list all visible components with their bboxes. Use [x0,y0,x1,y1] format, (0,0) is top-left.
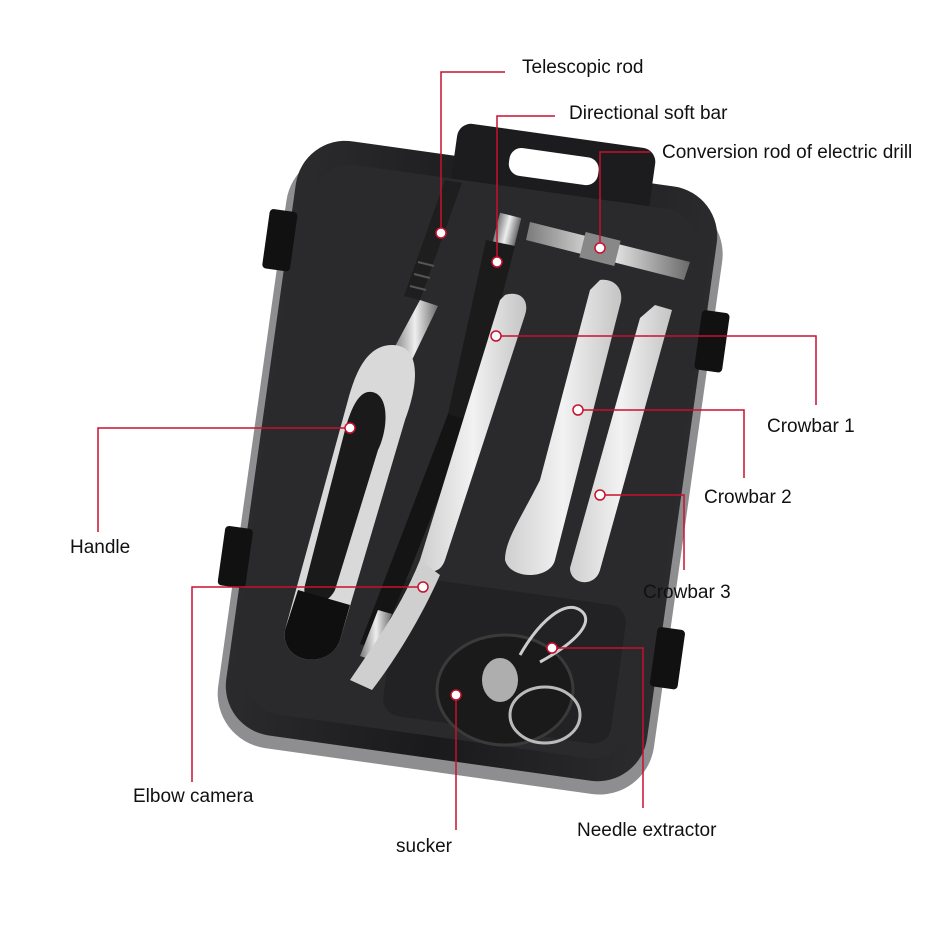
dot-conversion-rod [594,242,606,254]
leader-telescopic-rod [440,71,505,233]
leader-crowbar-2 [578,409,745,478]
dot-telescopic-rod [435,227,447,239]
crowbar-3-tool [570,305,672,583]
dot-needle-extractor [546,642,558,654]
dot-elbow-camera [417,581,429,593]
case-hang-hole [508,148,599,186]
label-crowbar-1: Crowbar 1 [767,416,855,437]
label-directional-soft-bar: Directional soft bar [569,103,728,124]
label-needle-extractor: Needle extractor [577,820,717,841]
crowbar-1-tool [350,293,527,690]
label-handle: Handle [70,537,131,558]
leader-elbow-camera [191,586,423,782]
screwdriver-tool [284,180,462,660]
label-telescopic-rod: Telescopic rod [522,57,644,78]
callout-dots [344,227,606,701]
dot-handle [344,422,356,434]
label-sucker: sucker [396,836,452,857]
leader-needle-extractor [552,647,644,808]
label-crowbar-2: Crowbar 2 [704,487,792,508]
label-conversion-rod: Conversion rod of electric drill [662,142,913,163]
dot-crowbar-1 [490,330,502,342]
leader-conversion-rod [599,151,650,248]
crowbar-2-tool [505,279,622,575]
label-crowbar-3: Crowbar 3 [643,582,731,603]
leader-crowbar-1 [496,335,817,405]
soft-bar-tool [360,212,522,660]
dot-directional-soft-bar [491,256,503,268]
dot-crowbar-3 [594,489,606,501]
leader-handle [97,427,350,532]
dot-sucker [450,689,462,701]
dot-crowbar-2 [572,404,584,416]
sucker-tool [435,633,575,747]
leader-crowbar-3 [600,494,685,570]
leader-lines [97,71,817,830]
leader-directional-soft-bar [496,115,555,262]
needle-extractor-tool [508,605,588,745]
case-clips [217,209,730,690]
label-elbow-camera: Elbow camera [133,786,254,807]
